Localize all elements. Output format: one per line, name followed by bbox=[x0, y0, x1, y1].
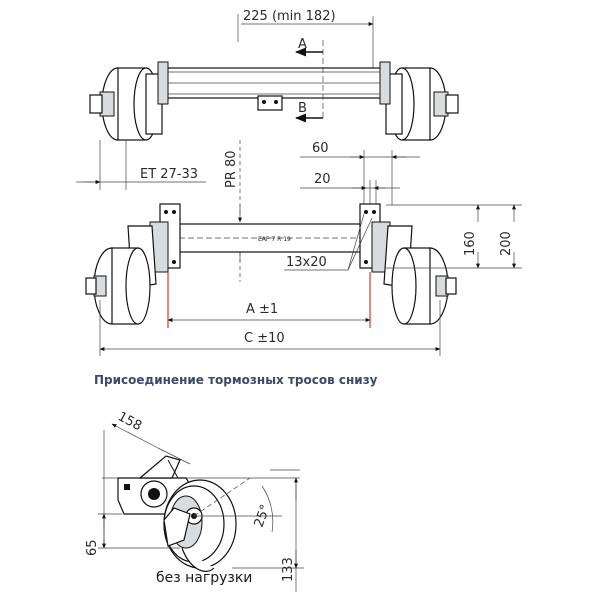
dim-13x20-label: 13x20 bbox=[286, 255, 327, 270]
section-b-label: B bbox=[298, 101, 307, 116]
brake-drum bbox=[163, 479, 237, 572]
detail-view: Присоединение тормозных тросов снизу 158 bbox=[85, 373, 378, 592]
detail-caption: Присоединение тормозных тросов снизу bbox=[94, 373, 378, 387]
center-bracket bbox=[257, 95, 283, 111]
brake-bracket bbox=[117, 455, 197, 515]
bottom-caption: без нагрузки bbox=[156, 570, 252, 586]
dim-a-label: A ±1 bbox=[246, 302, 278, 317]
dim-158-label: 158 bbox=[115, 409, 144, 434]
dim-c-label: C ±10 bbox=[244, 331, 285, 346]
dim-et-label: ET 27-33 bbox=[140, 167, 198, 182]
dim-133-label: 133 bbox=[281, 557, 296, 582]
dim-160-label: 160 bbox=[463, 231, 478, 256]
right-hub-bottom bbox=[359, 203, 457, 325]
dim-200-label: 200 bbox=[499, 231, 514, 256]
dim-20-label: 20 bbox=[314, 172, 331, 187]
axle-label: EAP 7 R 19 bbox=[258, 236, 291, 243]
section-a-label: A bbox=[298, 37, 307, 52]
dim-25deg-label: 25° bbox=[252, 503, 274, 530]
dim-60-label: 60 bbox=[312, 141, 329, 156]
dim-65-label: 65 bbox=[85, 539, 100, 556]
right-hub-top bbox=[379, 61, 459, 141]
left-hub-top bbox=[89, 61, 169, 141]
top-view: 225 (min 182) bbox=[89, 9, 459, 141]
bottom-view: ET 27-33 PR 80 60 20 EAP 7 R 19 bbox=[76, 140, 522, 356]
left-hub-bottom bbox=[85, 203, 181, 325]
dim-225-label: 225 (min 182) bbox=[243, 9, 336, 24]
dim-pr-label: PR 80 bbox=[224, 150, 239, 188]
